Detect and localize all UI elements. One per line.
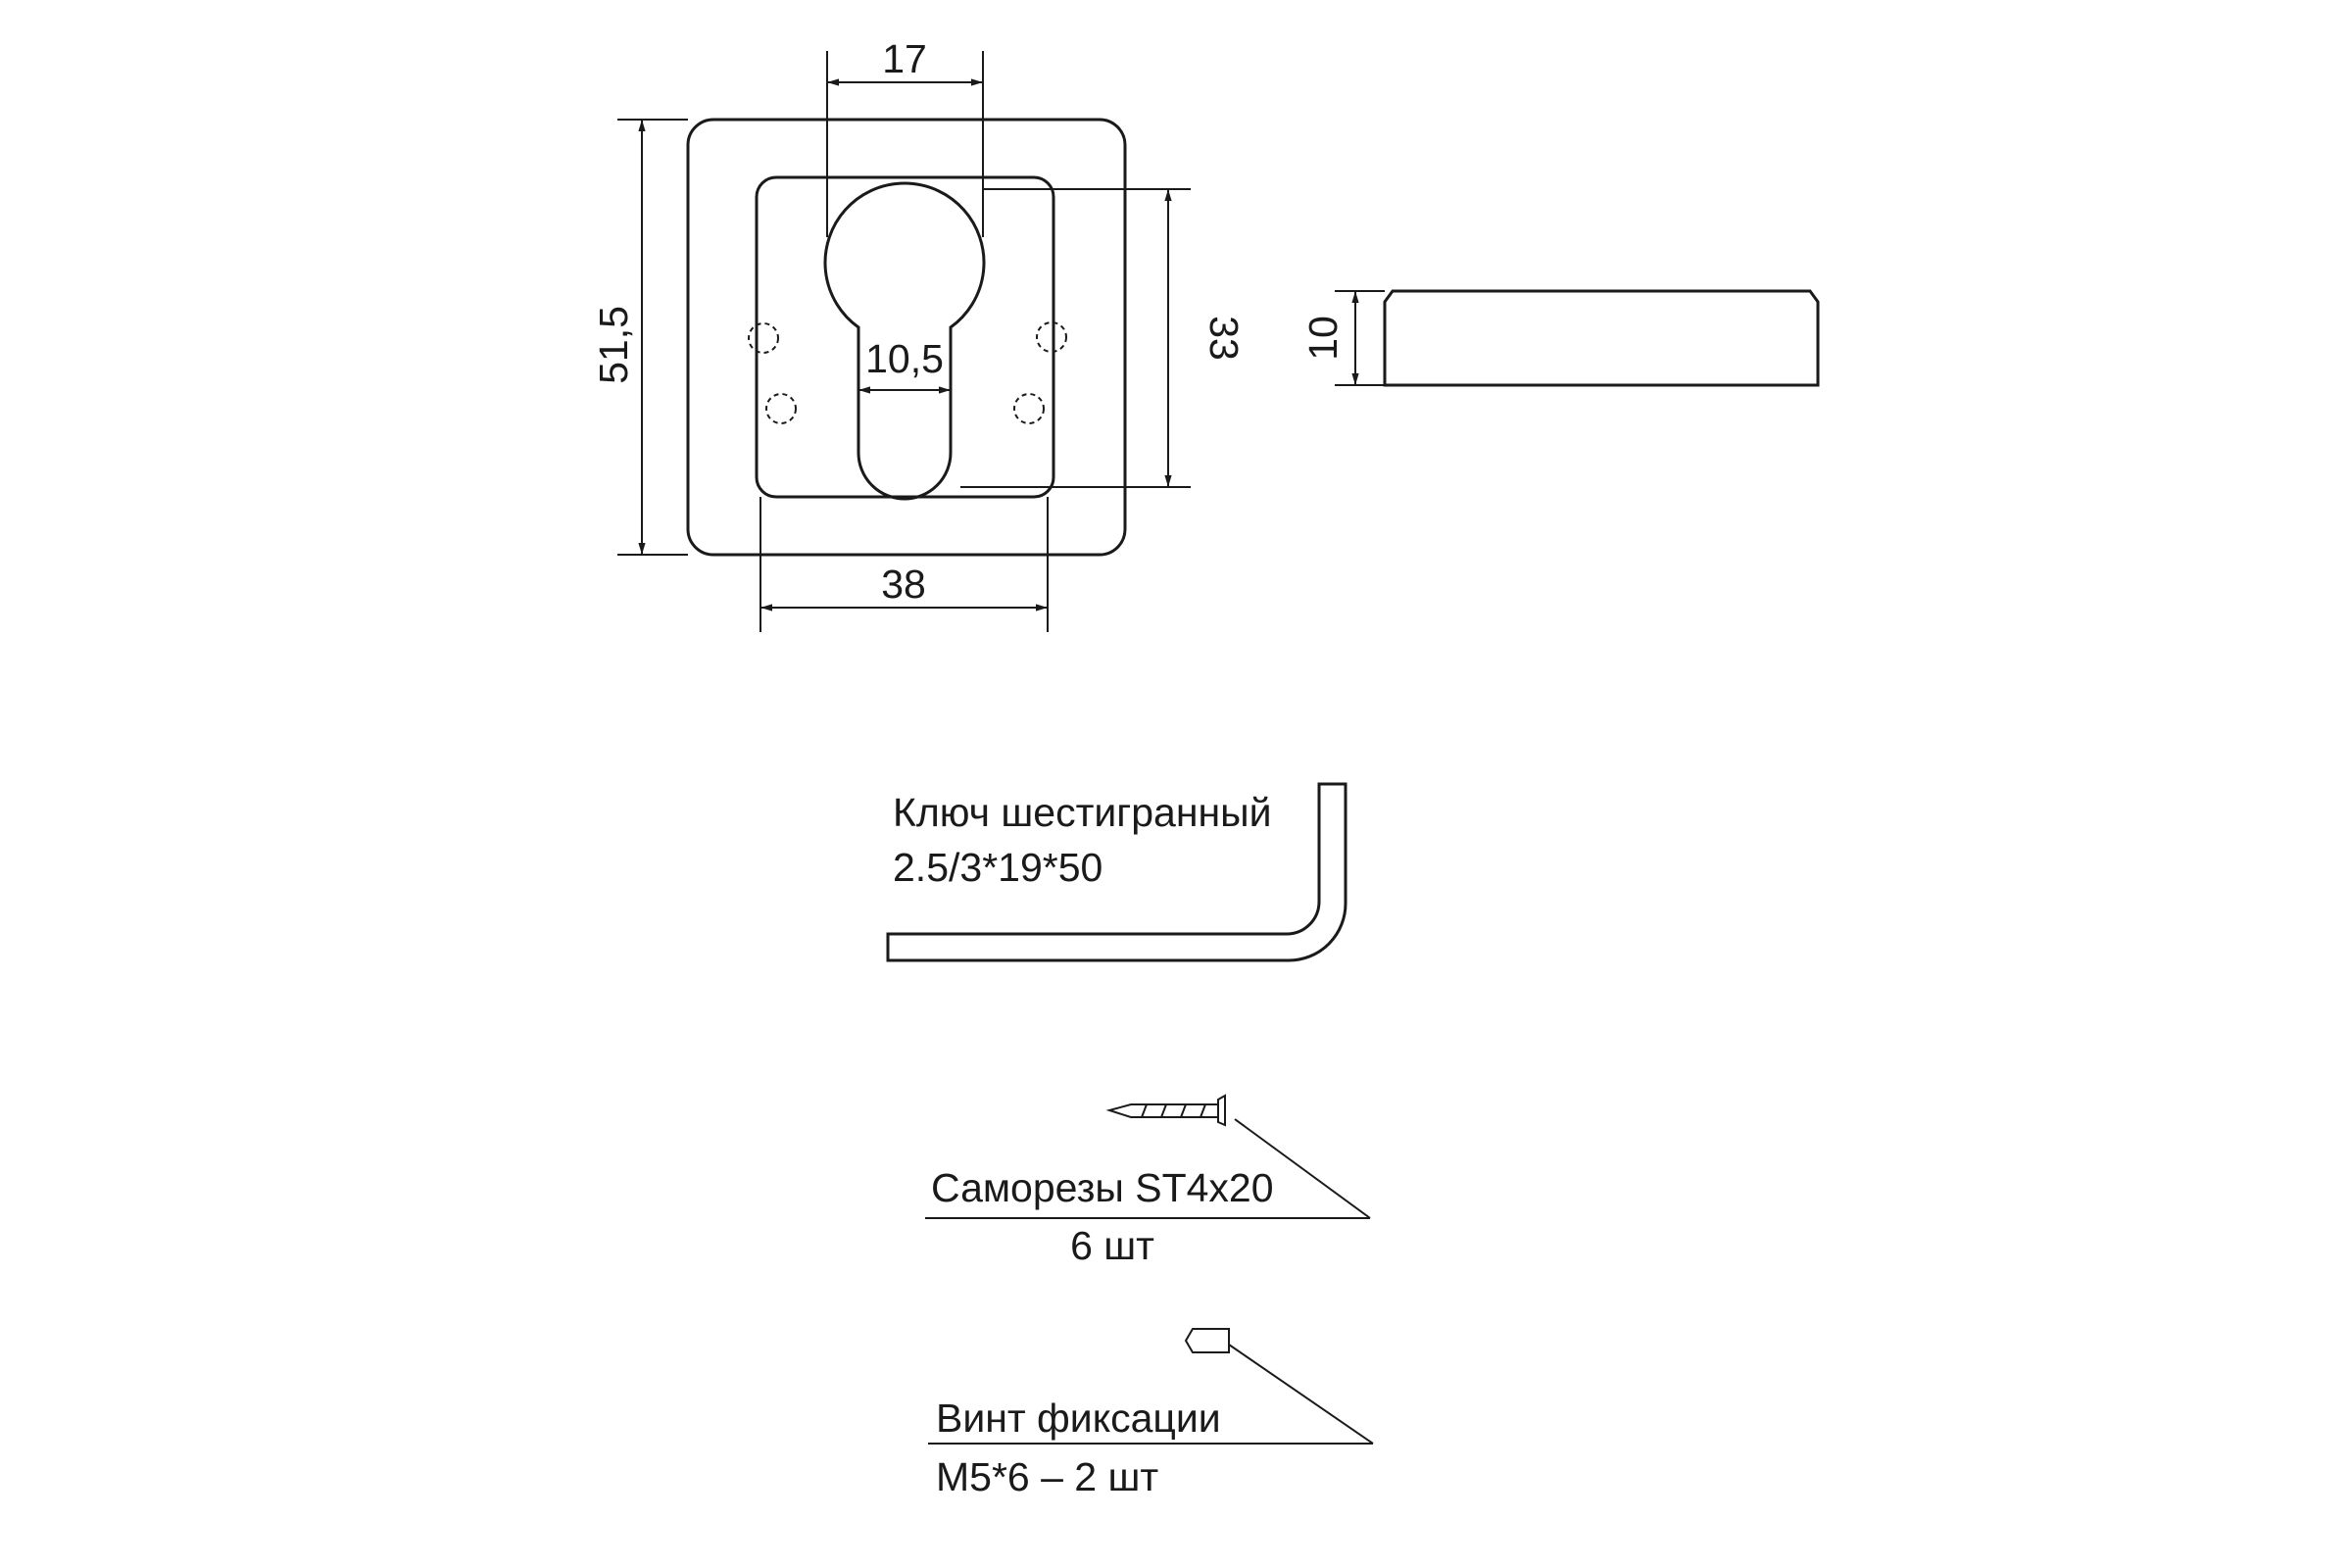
cylinder-cutout: [823, 181, 986, 501]
dimension-cutout-width: 17: [826, 36, 984, 237]
screw-hole-right-top: [1036, 321, 1067, 353]
hex-key-spec: 2.5/3*19*50: [893, 845, 1102, 890]
set-screw: Винт фиксации M5*6 – 2 шт: [928, 1328, 1374, 1499]
side-profile: [1383, 289, 1820, 387]
screws: Саморезы ST4x20 6 шт: [925, 1094, 1371, 1268]
set-screw-name: Винт фиксации: [936, 1396, 1221, 1441]
dimension-inner-width-label: 38: [881, 562, 926, 607]
hex-key: Ключ шестигранный 2.5/3*19*50: [886, 782, 1348, 962]
dimension-slot-width: 10,5: [858, 336, 951, 394]
dimension-thickness-label: 10: [1300, 316, 1346, 361]
escutcheon-front-view: [686, 118, 1127, 557]
dimension-outer-height: 51,5: [591, 119, 688, 556]
screws-leader-line: [1234, 1118, 1371, 1219]
dimension-thickness: 10: [1300, 290, 1385, 386]
screw-hole-right-bottom: [1013, 393, 1045, 424]
dimension-cutout-width-label: 17: [882, 36, 927, 81]
dimension-inner-height: 33: [960, 188, 1247, 488]
hex-key-icon: [886, 782, 1348, 962]
screw-hole-left-top: [748, 322, 779, 354]
screw-hole-left-bottom: [765, 393, 797, 424]
set-screw-icon: [1184, 1328, 1230, 1353]
dimension-slot-width-label: 10,5: [865, 336, 944, 381]
dimension-inner-height-label: 33: [1201, 316, 1247, 361]
screws-name: Саморезы ST4x20: [931, 1165, 1274, 1210]
hex-key-name: Ключ шестигранный: [893, 790, 1272, 835]
dimension-outer-height-label: 51,5: [591, 306, 636, 384]
escutcheon-side-view: [1383, 289, 1820, 387]
inner-plate: [755, 175, 1055, 499]
screw-icon: [1105, 1094, 1226, 1127]
screws-qty: 6 шт: [1070, 1223, 1154, 1268]
outer-plate: [686, 118, 1127, 557]
set-screw-spec: M5*6 – 2 шт: [936, 1454, 1158, 1499]
dimension-inner-width: 38: [760, 497, 1049, 632]
set-screw-leader-line: [1228, 1344, 1374, 1445]
